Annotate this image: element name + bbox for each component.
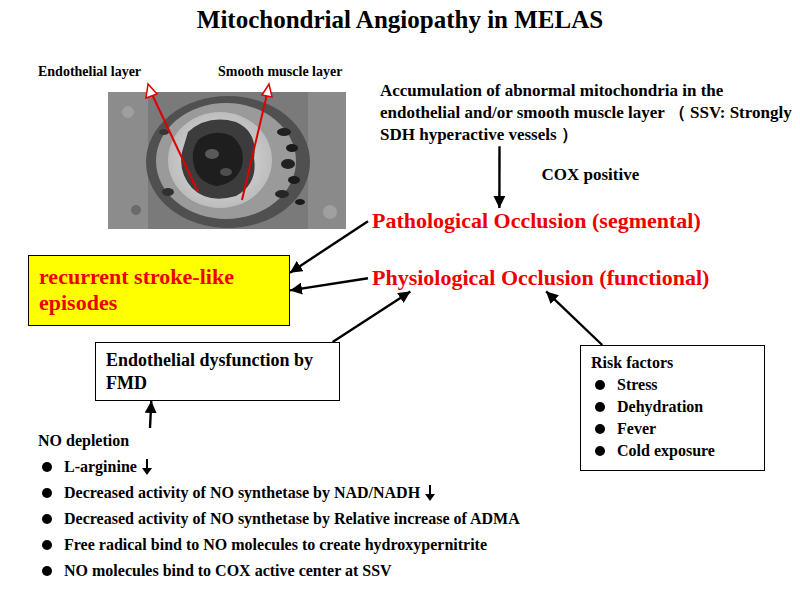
bullet-dot	[595, 424, 605, 434]
list-heading: Risk factors	[591, 352, 754, 374]
bullet-dot	[595, 446, 605, 456]
node-text: Pathological Occlusion (segmental)	[372, 208, 788, 234]
list-text: L-arginine	[64, 454, 137, 480]
edge-label: COX positive	[539, 165, 641, 185]
list-heading: NO depletion	[38, 428, 598, 454]
risk-factor-box: Risk factorsStressDehydrationFeverCold e…	[580, 345, 765, 471]
node-text: Accumulation of abnormal mitochondria in…	[380, 80, 792, 146]
layer-label: Endothelial layer	[38, 64, 141, 80]
connector-arrow	[290, 221, 368, 273]
leader-arrowhead	[262, 84, 272, 97]
electron-micrograph	[108, 92, 346, 229]
list-item: Fever	[591, 418, 754, 440]
list-item: NO molecules bind to COX active center a…	[38, 558, 598, 584]
cause-list: NO depletionL-arginineDecreased activity…	[38, 428, 598, 584]
list-item: Stress	[591, 374, 754, 396]
occlusion-text: Physiological Occlusion (functional)	[368, 265, 792, 291]
decrease-arrow	[424, 484, 436, 502]
bullet-dot	[42, 566, 52, 576]
connector-arrow	[150, 401, 151, 428]
list-text: Cold exposure	[617, 440, 715, 462]
list-text: NO molecules bind to COX active center a…	[64, 558, 392, 584]
list-item: Cold exposure	[591, 440, 754, 462]
connector-arrow	[498, 146, 501, 208]
list-item: Dehydration	[591, 396, 754, 418]
connector-arrow	[290, 278, 368, 290]
bullet-dot	[595, 380, 605, 390]
node-text: recurrent stroke-like episodes	[39, 264, 279, 317]
list-text: Free radical bind to NO molecules to cre…	[64, 532, 487, 558]
process-box: Endothelial dysfunction by FMD	[95, 342, 340, 401]
finding-text: Accumulation of abnormal mitochondria in…	[380, 80, 792, 146]
decrease-arrow	[141, 458, 153, 476]
list-item: Free radical bind to NO molecules to cre…	[38, 532, 598, 558]
list-text: Fever	[617, 418, 656, 440]
list-item: L-arginine	[38, 454, 598, 480]
layer-label: Smooth muscle layer	[218, 64, 342, 80]
node-text: Endothelial dysfunction by FMD	[106, 349, 329, 394]
outcome-box: recurrent stroke-like episodes	[28, 255, 290, 326]
bullet-dot	[595, 402, 605, 412]
node-text: Physiological Occlusion (functional)	[372, 265, 788, 291]
diagram-title: Mitochondrial Angiopathy in MELAS	[0, 6, 800, 34]
list-item: Decreased activity of NO synthetase by R…	[38, 506, 598, 532]
list-text: Stress	[617, 374, 658, 396]
list-text: Decreased activity of NO synthetase by N…	[64, 480, 420, 506]
connector-arrow	[546, 291, 602, 345]
bullet-dot	[42, 462, 52, 472]
leader-arrowhead	[146, 84, 157, 98]
leader-line	[242, 90, 268, 200]
occlusion-text: Pathological Occlusion (segmental)	[368, 208, 792, 234]
connector-arrow	[333, 291, 411, 342]
leader-line	[150, 90, 198, 192]
list-item: Decreased activity of NO synthetase by N…	[38, 480, 598, 506]
bullet-dot	[42, 540, 52, 550]
list-text: Decreased activity of NO synthetase by R…	[64, 506, 520, 532]
bullet-dot	[42, 488, 52, 498]
bullet-dot	[42, 514, 52, 524]
list-text: Dehydration	[617, 396, 703, 418]
